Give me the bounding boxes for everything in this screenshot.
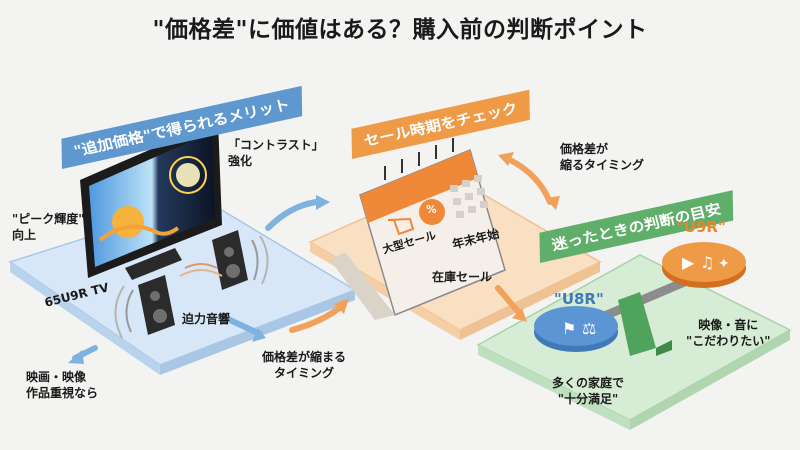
sparkle-icon: ✦ xyxy=(718,256,730,272)
arrow-icon xyxy=(289,303,345,333)
peak-label: "ピーク輝度" 向上 xyxy=(12,212,85,242)
scale-icon: ⚖ xyxy=(582,319,596,338)
arrow-icon xyxy=(227,317,263,337)
narrow-top-label: 価格差が 縮るタイミング xyxy=(560,142,645,172)
music-icon: ♫ xyxy=(700,253,714,272)
u8r-label: "U8R" xyxy=(554,290,604,308)
sound-label: 迫力音響 xyxy=(182,312,231,326)
u8r-desc: 多くの家庭で "十分満足" xyxy=(552,376,625,406)
percent-label: % xyxy=(426,204,437,216)
narrow-bottom-label: 価格差が縮まる タイミング xyxy=(262,350,347,380)
arrow-icon xyxy=(495,285,523,317)
speaker-icon xyxy=(114,275,175,339)
tv-icon xyxy=(80,120,222,280)
arrow-icon xyxy=(265,199,319,231)
u9r-label: "U9R" xyxy=(676,218,726,236)
cart-icon xyxy=(387,217,415,236)
movie-label: 映画・映像 作品重視なら xyxy=(26,370,99,400)
u9r-desc: 映像・音に "こだわりたい" xyxy=(686,318,771,348)
camera-icon: ▶ xyxy=(682,253,695,272)
contrast-label: 「コントラスト」 強化 xyxy=(228,138,324,168)
arrow-icon xyxy=(507,157,553,205)
stock-sale-label: 在庫セール xyxy=(432,270,493,284)
calendar-icon xyxy=(330,138,506,320)
page-title: "価格差"に価値はある？購入前の判断ポイント xyxy=(152,17,648,43)
seesaw-icon: ⚑ ⚖ ▶ ♫ ✦ xyxy=(534,242,746,356)
tag-icon: ⚑ xyxy=(562,319,576,338)
